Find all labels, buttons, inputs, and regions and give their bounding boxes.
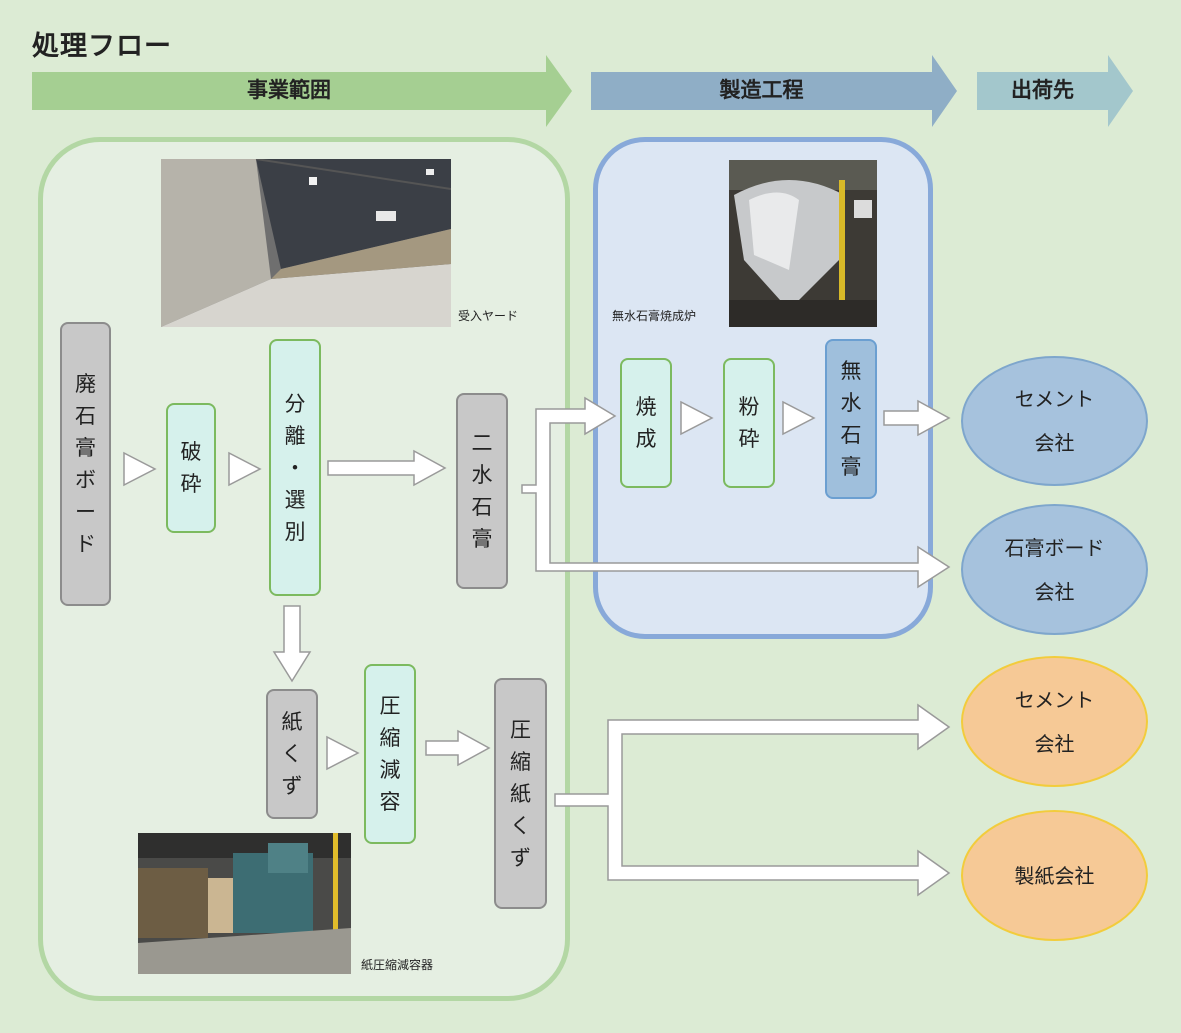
arrow-calcine-to-pulverize [680, 400, 714, 436]
box-char: 焼 [635, 395, 657, 419]
header-arrows [32, 55, 1133, 127]
box-char: 圧 [510, 717, 531, 742]
box-char: 分 [284, 391, 306, 416]
box-char: 紙 [510, 781, 531, 806]
oval-line: 会社 [1034, 431, 1075, 455]
box-char: 別 [284, 519, 306, 544]
arrow-crush-to-separate [228, 451, 262, 487]
arrow-compressed-to-destinations [554, 703, 951, 897]
box-char: 廃 [75, 372, 96, 396]
paper-scrap-box: 紙 く ず [266, 689, 318, 819]
box-char: 膏 [75, 436, 96, 460]
box-char: 石 [75, 404, 96, 428]
crush-box: 破 砕 [166, 403, 216, 533]
oval-line: 会社 [1034, 579, 1075, 604]
compressed-paper-box: 圧 縮 紙 く ず [494, 678, 547, 909]
paper-compressor-photo [138, 833, 351, 974]
box-char: 縮 [510, 749, 531, 774]
box-char: 砕 [180, 472, 202, 496]
arrow-separate-to-paper [272, 605, 312, 683]
compression-box: 圧 縮 減 容 [364, 664, 416, 844]
paper-compressor-caption: 紙圧縮減容器 [361, 958, 434, 972]
waste-gypsum-board-box: 廃 石 膏 ボ ー ド [60, 322, 111, 606]
kiln-caption: 無水石膏焼成炉 [612, 309, 697, 323]
oval-line: 製紙会社 [1014, 863, 1095, 888]
arrow-separate-to-dihydrate [327, 449, 447, 487]
business-scope-arrow [32, 55, 572, 127]
calcination-box: 焼 成 [620, 358, 672, 488]
oval-line: 石膏ボード [1004, 535, 1105, 560]
box-char: ・ [284, 455, 306, 480]
arrow-paper-to-compress [326, 735, 360, 771]
box-char: 水 [840, 391, 862, 415]
box-char: 容 [379, 790, 401, 814]
box-char: ず [510, 845, 531, 870]
destination-arrow [977, 55, 1133, 127]
anhydrous-gypsum-box: 無 水 石 膏 [825, 339, 877, 499]
arrow-dihydrate-to-calcine-and-board [521, 396, 951, 589]
box-char: 二 [471, 431, 493, 455]
page-title: 処理フロー [32, 31, 172, 62]
box-char: 膏 [471, 527, 493, 551]
oval-line: 会社 [1034, 731, 1075, 756]
dihydrate-gypsum-box: 二 水 石 膏 [456, 393, 508, 589]
oval-line: セメント [1014, 387, 1095, 411]
box-char: 減 [379, 758, 401, 782]
arrow-board-to-crush [123, 451, 157, 487]
destination-label: 出荷先 [1011, 78, 1074, 102]
box-char: 粉 [738, 395, 760, 419]
box-char: 石 [471, 495, 493, 519]
box-char: 水 [471, 463, 493, 487]
box-char: 成 [635, 427, 657, 451]
box-char: 圧 [379, 694, 401, 718]
receiving-yard-caption: 受入ヤード [458, 309, 519, 323]
box-char: ボ [75, 468, 96, 492]
business-scope-label: 事業範囲 [247, 78, 331, 102]
oval-line: セメント [1014, 687, 1095, 712]
box-char: 石 [840, 423, 862, 447]
manufacturing-label: 製造工程 [719, 78, 804, 102]
separation-sorting-box: 分 離 ・ 選 別 [269, 339, 321, 596]
box-char: 砕 [738, 427, 760, 451]
gypsum-board-company-oval: 石膏ボード 会社 [961, 504, 1148, 635]
box-char: 膏 [840, 455, 862, 479]
cement-company-orange-oval: セメント 会社 [961, 656, 1148, 787]
box-char: 離 [284, 423, 306, 448]
box-char: 選 [284, 487, 306, 512]
pulverize-box: 粉 砕 [723, 358, 775, 488]
arrow-compress-to-compressed [425, 729, 491, 767]
cement-company-oval: セメント 会社 [961, 356, 1148, 486]
receiving-yard-photo [161, 159, 451, 327]
box-char: ず [281, 774, 303, 798]
arrow-pulverize-to-anhydrous [782, 400, 816, 436]
box-char: 破 [180, 440, 202, 464]
kiln-photo [729, 160, 877, 327]
paper-company-oval: 製紙会社 [961, 810, 1148, 941]
manufacturing-arrow [591, 55, 957, 127]
box-char: ド [75, 532, 96, 556]
box-char: ー [75, 500, 96, 524]
box-char: 無 [840, 359, 862, 383]
box-char: 紙 [281, 710, 303, 734]
box-char: 縮 [379, 726, 401, 750]
arrow-anhydrous-to-cement [883, 399, 951, 437]
box-char: く [510, 813, 531, 838]
box-char: く [281, 742, 303, 766]
